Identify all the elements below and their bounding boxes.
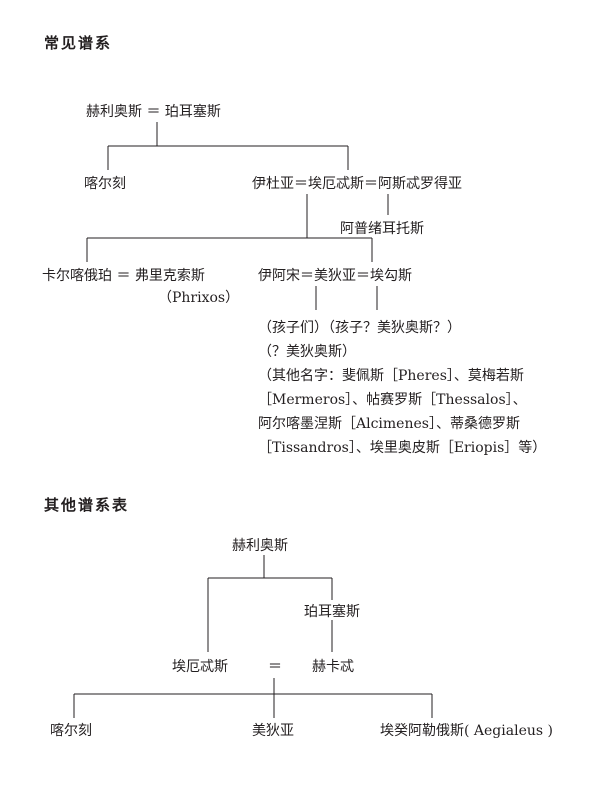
note-line: （孩子们）（孩子？美狄奥斯？） bbox=[258, 320, 461, 336]
note-line: （？美狄奥斯） bbox=[258, 344, 356, 360]
node-helios-perse: 赫利奥斯 ＝ 珀耳塞斯 bbox=[86, 104, 221, 120]
node-circe: 喀尔刻 bbox=[84, 176, 126, 192]
marriage-sign: ＝ bbox=[268, 659, 282, 675]
node-medea: 美狄亚 bbox=[252, 723, 294, 739]
note-line: ［Tissandros］、埃里奥皮斯［Eriopis］等） bbox=[258, 440, 547, 456]
note-line: 阿尔喀墨涅斯［Alcimenes］、蒂桑德罗斯 bbox=[258, 416, 520, 432]
node-circe: 喀尔刻 bbox=[50, 723, 92, 739]
note-line: ［Mermeros］、帖赛罗斯［Thessalos］、 bbox=[258, 392, 527, 408]
node-hecate: 赫卡忒 bbox=[312, 659, 354, 675]
section-title: 常见谱系 bbox=[44, 34, 113, 52]
note-line: （其他名字：斐佩斯［Pheres］、莫梅若斯 bbox=[258, 368, 524, 384]
node-apsyrtus: 阿普绪耳托斯 bbox=[340, 221, 424, 237]
node-chalciope: 卡尔喀俄珀 ＝ 弗里克索斯 bbox=[42, 268, 205, 284]
node-medea-line: 伊阿宋＝美狄亚＝埃勾斯 bbox=[258, 268, 412, 284]
node-aeetes-line: 伊杜亚＝埃厄忒斯＝阿斯忒罗得亚 bbox=[252, 176, 462, 192]
node-helios: 赫利奥斯 bbox=[232, 538, 288, 554]
node-phrixos-latin: （Phrixos） bbox=[158, 290, 240, 306]
node-perse: 珀耳塞斯 bbox=[304, 604, 360, 620]
node-aegialeus: 埃癸阿勒俄斯( Aegialeus ) bbox=[380, 723, 553, 739]
section-title: 其他谱系表 bbox=[44, 496, 130, 514]
node-aeetes: 埃厄忒斯 bbox=[172, 659, 228, 675]
